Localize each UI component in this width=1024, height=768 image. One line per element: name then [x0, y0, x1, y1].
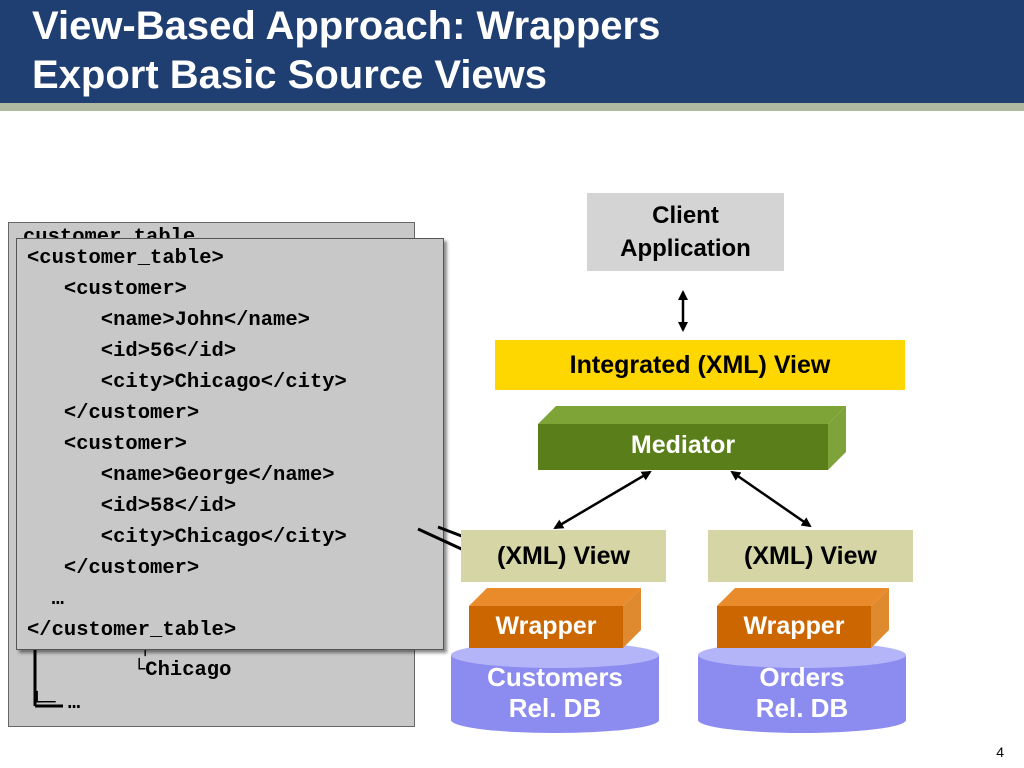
tree-line-city: └Chicago: [133, 659, 232, 682]
slide-number: 4: [996, 744, 1004, 760]
slide-title: View-Based Approach: Wrappers Export Bas…: [32, 2, 660, 100]
right-wrapper-label: Wrapper: [743, 612, 845, 640]
left-wrapper-side: [623, 588, 641, 648]
left-db-line-1: Customers: [487, 662, 623, 692]
client-line-2: Application: [620, 235, 751, 262]
xml-line: <city>Chicago</city>: [27, 371, 347, 394]
title-bar: [0, 0, 1024, 103]
right-wrapper-top: [717, 588, 889, 606]
tree-line-end: └─ …: [31, 692, 81, 715]
right-db-line-1: Orders: [759, 662, 845, 692]
xml-line: <city>Chicago</city>: [27, 526, 347, 549]
right-wrapper-side: [871, 588, 889, 648]
mediator-side: [828, 406, 846, 470]
xml-line: <id>58</id>: [27, 495, 237, 518]
right-wrapper-front: [717, 606, 871, 648]
xml-line: <id>56</id>: [27, 340, 237, 363]
integrated-view-box: Integrated (XML) View: [495, 340, 905, 390]
xml-line: </customer>: [27, 557, 200, 580]
left-wrapper-top: [469, 588, 641, 606]
xml-line: <name>George</name>: [27, 464, 335, 487]
xml-line: </customer>: [27, 402, 200, 425]
right-db-line-2: Rel. DB: [755, 693, 849, 723]
mediator-top: [538, 406, 846, 424]
xml-line: <customer_table>: [27, 247, 224, 270]
left-db-line-2: Rel. DB: [508, 693, 602, 723]
left-db-body: [451, 655, 659, 733]
right-db-top: [698, 642, 906, 668]
tree-connector-lines: [33, 643, 63, 708]
title-underline: [0, 103, 1024, 111]
xml-document-box: <customer_table> <customer> <name>John</…: [16, 238, 444, 650]
xml-line: </customer_table>: [27, 619, 237, 642]
client-line-1: Client: [652, 202, 719, 229]
mediator-front: [538, 424, 828, 470]
left-db-top: [451, 642, 659, 668]
left-xml-view-box: (XML) View: [461, 530, 666, 582]
title-line-1: View-Based Approach: Wrappers: [32, 4, 661, 48]
right-xml-view-box: (XML) View: [708, 530, 913, 582]
left-wrapper-label: Wrapper: [495, 612, 597, 640]
mediator-right-arrow: [730, 470, 812, 528]
xml-line: …: [27, 588, 64, 611]
left-db-label: Customers Rel. DB: [451, 662, 659, 724]
xml-line: <customer>: [27, 433, 187, 456]
xml-line: <name>John</name>: [27, 309, 310, 332]
right-db-body: [698, 655, 906, 733]
client-application-box: Client Application: [587, 193, 784, 271]
mediator-left-arrow: [553, 470, 652, 530]
doc-link-line-1: [417, 527, 469, 554]
title-line-2: Export Basic Source Views: [32, 53, 548, 97]
right-db-label: Orders Rel. DB: [698, 662, 906, 724]
left-wrapper-front: [469, 606, 623, 648]
xml-line: <customer>: [27, 278, 187, 301]
mediator-label: Mediator: [630, 431, 736, 459]
